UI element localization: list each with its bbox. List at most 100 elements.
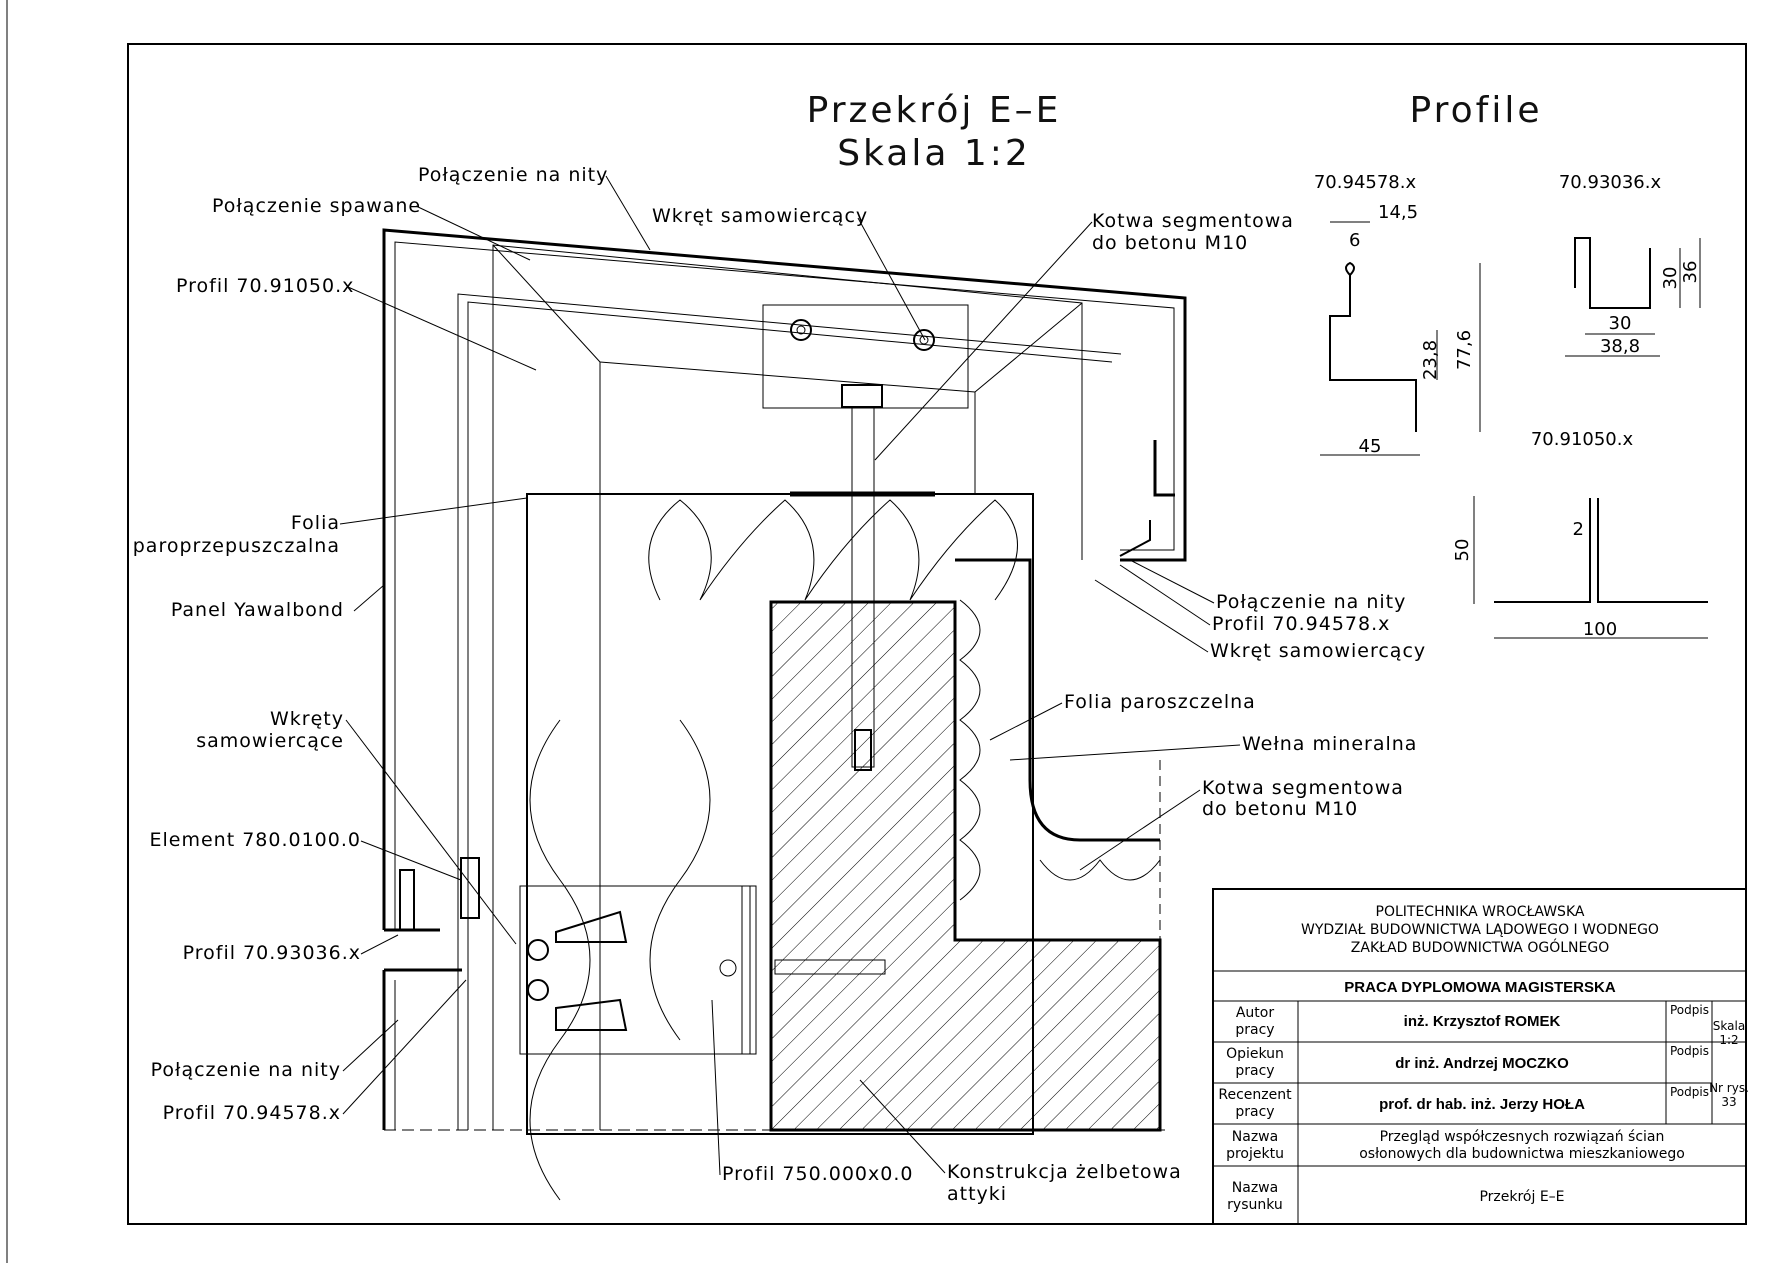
element-780-box [460,857,480,919]
label-element: Element 780.0100.0 [150,829,362,851]
tb-projekt-text-2: osłonowych dla budownictwa mieszkanioweg… [1359,1146,1685,1162]
leader-lines [339,175,1241,1176]
panel-inner-line [394,241,1175,930]
profile-93036: 70.93036.x 30 38,8 30 36 [1559,172,1701,357]
right-joint-profile [1119,520,1151,557]
dim-238: 23,8 [1420,340,1441,380]
profil-93036-section [399,869,415,931]
tb-skala-1: Skala [1713,1019,1745,1033]
tb-opiekun-name: dr inż. Andrzej MOCZKO [1395,1055,1569,1072]
profile-93036-shape [1574,237,1651,309]
tb-autor-2: pracy [1235,1022,1274,1038]
profile-91050-shape [1494,498,1708,603]
label-profil-94578-right: Profil 70.94578.x [1212,613,1390,635]
label-folia-paroprz-1: Folia [291,512,340,534]
frame-profile-line-2 [467,301,1113,1130]
tb-uni-3: ZAKŁAD BUDOWNICTWA OGÓLNEGO [1351,938,1609,956]
dim-45: 45 [1359,436,1382,457]
bracket-slot-1 [555,910,628,943]
dim-776: 77,6 [1454,330,1475,370]
insulation-waves-left [529,719,591,1201]
horizontal-anchor [774,959,886,975]
scale-title: Skala 1:2 [837,133,1031,174]
tb-recenzent-name: prof. dr hab. inż. Jerzy HOŁA [1379,1096,1585,1113]
dim-6: 6 [1349,230,1360,251]
label-welna: Wełna mineralna [1242,733,1417,755]
anchor-plate [762,304,969,409]
label-konstrukcja-1: Konstrukcja żelbetowa [947,1161,1182,1183]
rivet-1-core [796,325,806,335]
insulation-waves-top [648,499,1018,601]
label-folia-paroprz-2: paroprzepuszczalna [133,535,340,557]
profiles-title: Profile [1410,90,1543,131]
frame-profile-line-1 [457,293,1122,1130]
bracket-profile [519,885,757,1055]
corner-brace-right [974,302,1083,393]
frame-inner-line [492,244,1083,1130]
tb-opiekun-2: pracy [1235,1063,1274,1079]
tb-recenzent-1: Recenzent [1218,1087,1292,1103]
section-drawing [382,228,1187,1201]
tb-projekt-text-1: Przegląd współczesnych rozwiązań ścian [1380,1129,1665,1145]
dim-36: 36 [1680,261,1701,284]
dim-50: 50 [1452,539,1473,562]
label-kotwa-right-2: do betonu M10 [1202,798,1358,820]
profil-94578-right-section [1153,440,1175,497]
title-block: POLITECHNIKA WROCŁAWSKA WYDZIAŁ BUDOWNIC… [1212,888,1749,1225]
label-wkrety-2: samowiercące [196,730,344,752]
tb-opiekun-1: Opiekun [1226,1046,1284,1062]
dim-145: 14,5 [1378,202,1418,223]
tb-rysunek-1: Nazwa [1232,1180,1278,1196]
label-polaczenie-nity-bottom: Połączenie na nity [151,1059,341,1081]
tb-podpis-3: Podpis [1670,1085,1709,1099]
label-polaczenie-nity-right: Połączenie na nity [1216,591,1406,613]
rivet-2-core [919,335,929,345]
tb-recenzent-2: pracy [1235,1104,1274,1120]
tb-rysunek-text: Przekrój E–E [1479,1189,1564,1205]
tb-podpis-2: Podpis [1670,1044,1709,1058]
bracket-bolt-2 [527,979,549,1001]
tb-projekt-1: Nazwa [1232,1129,1278,1145]
label-wkret-right: Wkręt samowiercący [1210,640,1426,662]
insulation-waves-right [649,719,711,1041]
label-konstrukcja-2: attyki [947,1183,1007,1205]
tb-rysunek-2: rysunku [1227,1197,1283,1213]
label-kotwa-top-2: do betonu M10 [1092,232,1248,254]
label-wkrety-1: Wkręty [270,708,344,730]
tb-skala-2: 1:2 [1719,1033,1738,1047]
panel-outer-line [382,228,1187,930]
concrete-attic [769,600,1162,1132]
tb-podpis-1: Podpis [1670,1003,1709,1017]
insulation-boundary [526,493,1034,1135]
profile-94578-name: 70.94578.x [1314,172,1417,193]
label-wkret-top: Wkręt samowiercący [652,205,868,227]
tb-thesis: PRACA DYPLOMOWA MAGISTERSKA [1344,979,1616,996]
dim-30-vertical: 30 [1660,267,1681,290]
corner-brace-left [492,244,601,363]
profile-91050: 70.91050.x 50 2 100 [1452,429,1708,640]
section-title: Przekrój E–E [807,90,1062,131]
vapour-barrier-foil [955,558,1160,842]
anchor-nut [841,384,883,408]
label-profil-94578-left: Profil 70.94578.x [163,1102,341,1124]
profile-93036-name: 70.93036.x [1559,172,1662,193]
label-polaczenie-spawane: Połączenie spawane [212,195,421,217]
tb-autor-name: inż. Krzysztof ROMEK [1404,1013,1561,1030]
bracket-slot-2 [555,998,628,1031]
mineral-wool-waves-right [959,599,981,901]
label-kotwa-right-1: Kotwa segmentowa [1202,777,1404,799]
profile-94578-shape [1329,261,1417,432]
horizontal-anchor-head [719,959,737,977]
label-profil-91050: Profil 70.91050.x [176,275,354,297]
title-block-frame [1212,888,1747,1225]
label-profil-750: Profil 750.000x0.0 [722,1163,913,1185]
corner-brace-mid [599,361,976,393]
tb-uni-2: WYDZIAŁ BUDOWNICTWA LĄDOWEGO I WODNEGO [1301,922,1659,938]
drawing-frame [127,43,1747,1225]
tb-projekt-2: projektu [1226,1146,1284,1162]
label-kotwa-top-1: Kotwa segmentowa [1092,210,1294,232]
dim-30-horizontal: 30 [1609,313,1632,334]
tb-autor-1: Autor [1236,1005,1275,1021]
dim-100: 100 [1583,619,1617,640]
